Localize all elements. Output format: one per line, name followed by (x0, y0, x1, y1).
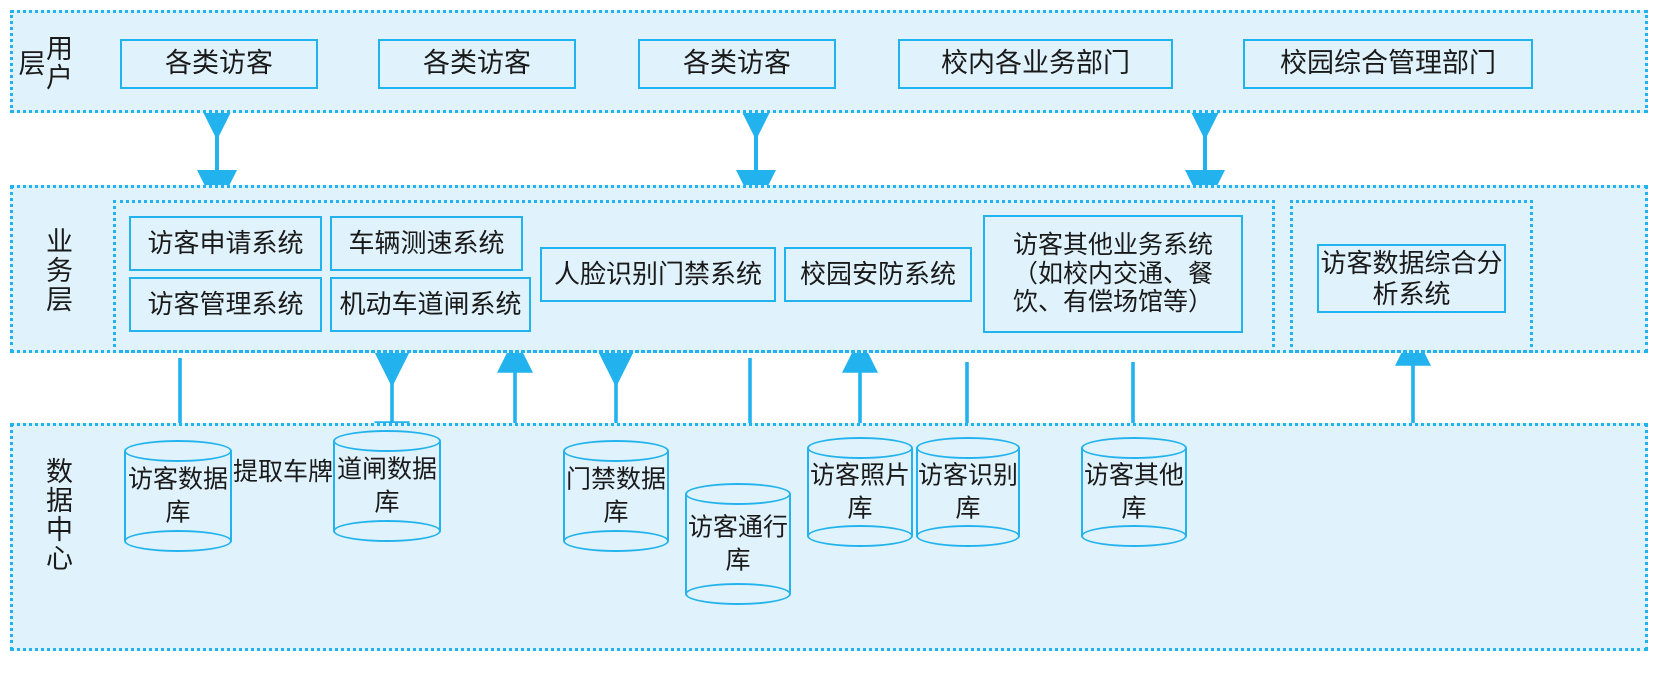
cylinder-bottom (916, 525, 1020, 547)
cylinder-top (807, 437, 913, 459)
user-node-visitors-1[interactable]: 各类访客 (120, 39, 318, 89)
datastore-visitor-photo-db[interactable]: 访客照片库 (807, 437, 913, 547)
datastore-visitor-recognition-db[interactable]: 访客识别库 (916, 437, 1020, 547)
datastore-visitor-db[interactable]: 访客数据库 (124, 440, 232, 552)
cylinder-top (916, 437, 1020, 459)
datastore-label: 道闸数据库 (336, 455, 437, 517)
cylinder-body (333, 441, 441, 531)
cylinder-bottom (1081, 525, 1187, 547)
business-node-visitor-data-analysis[interactable]: 访客数据综合分析系统 (1317, 244, 1506, 313)
business-node-other-visitor-systems[interactable]: 访客其他业务系统（如校内交通、餐饮、有偿场馆等） (983, 215, 1243, 333)
cylinder-bottom (685, 583, 791, 605)
cylinder-top (1081, 437, 1187, 459)
datastore-label: 访客通行库 (687, 513, 788, 575)
user-node-campus-departments[interactable]: 校内各业务部门 (898, 39, 1173, 89)
datastore-visitor-other-db[interactable]: 访客其他库 (1081, 437, 1187, 547)
cylinder-bottom (807, 525, 913, 547)
cylinder-top (333, 430, 441, 452)
cylinder-body (916, 448, 1020, 536)
business-node-campus-security[interactable]: 校园安防系统 (784, 247, 972, 302)
user-node-visitors-2[interactable]: 各类访客 (378, 39, 576, 89)
business-node-visitor-application[interactable]: 访客申请系统 (129, 216, 322, 271)
datastore-label: 访客其他库 (1083, 461, 1184, 523)
business-systems-group (113, 200, 1275, 353)
cylinder-bottom (124, 530, 232, 552)
datastore-gate-db[interactable]: 道闸数据库 (333, 430, 441, 542)
business-analysis-group (1290, 200, 1533, 353)
business-node-visitor-management[interactable]: 访客管理系统 (129, 277, 322, 332)
user-node-campus-management[interactable]: 校园综合管理部门 (1243, 39, 1533, 89)
cylinder-body (807, 448, 913, 536)
cylinder-top (685, 483, 791, 505)
data-center-layer-label: 数据中心 (42, 457, 72, 573)
cylinder-bottom (333, 520, 441, 542)
cylinder-bottom (563, 530, 669, 552)
user-node-visitors-3[interactable]: 各类访客 (638, 39, 836, 89)
datastore-visitor-transit-db[interactable]: 访客通行库 (685, 483, 791, 605)
cylinder-body (1081, 448, 1187, 536)
cylinder-top (124, 440, 232, 462)
datastore-label: 访客识别库 (917, 461, 1018, 523)
datastore-label: 访客照片库 (809, 461, 910, 523)
business-node-face-access-control[interactable]: 人脸识别门禁系统 (540, 247, 776, 302)
datastore-access-control-db[interactable]: 门禁数据库 (563, 440, 669, 552)
datastore-label: 门禁数据库 (565, 465, 666, 527)
datastore-label: 访客数据库 (127, 465, 228, 527)
business-node-vehicle-speed[interactable]: 车辆测速系统 (330, 216, 523, 271)
business-layer-label: 业务层 (42, 226, 72, 314)
user-layer-label: 用户层 (14, 34, 72, 92)
business-node-vehicle-barrier[interactable]: 机动车道闸系统 (330, 277, 531, 332)
edge-label-extract-plate: 提取车牌 (232, 458, 333, 486)
cylinder-body (563, 451, 669, 541)
cylinder-body (124, 451, 232, 541)
cylinder-top (563, 440, 669, 462)
cylinder-body (685, 494, 791, 594)
